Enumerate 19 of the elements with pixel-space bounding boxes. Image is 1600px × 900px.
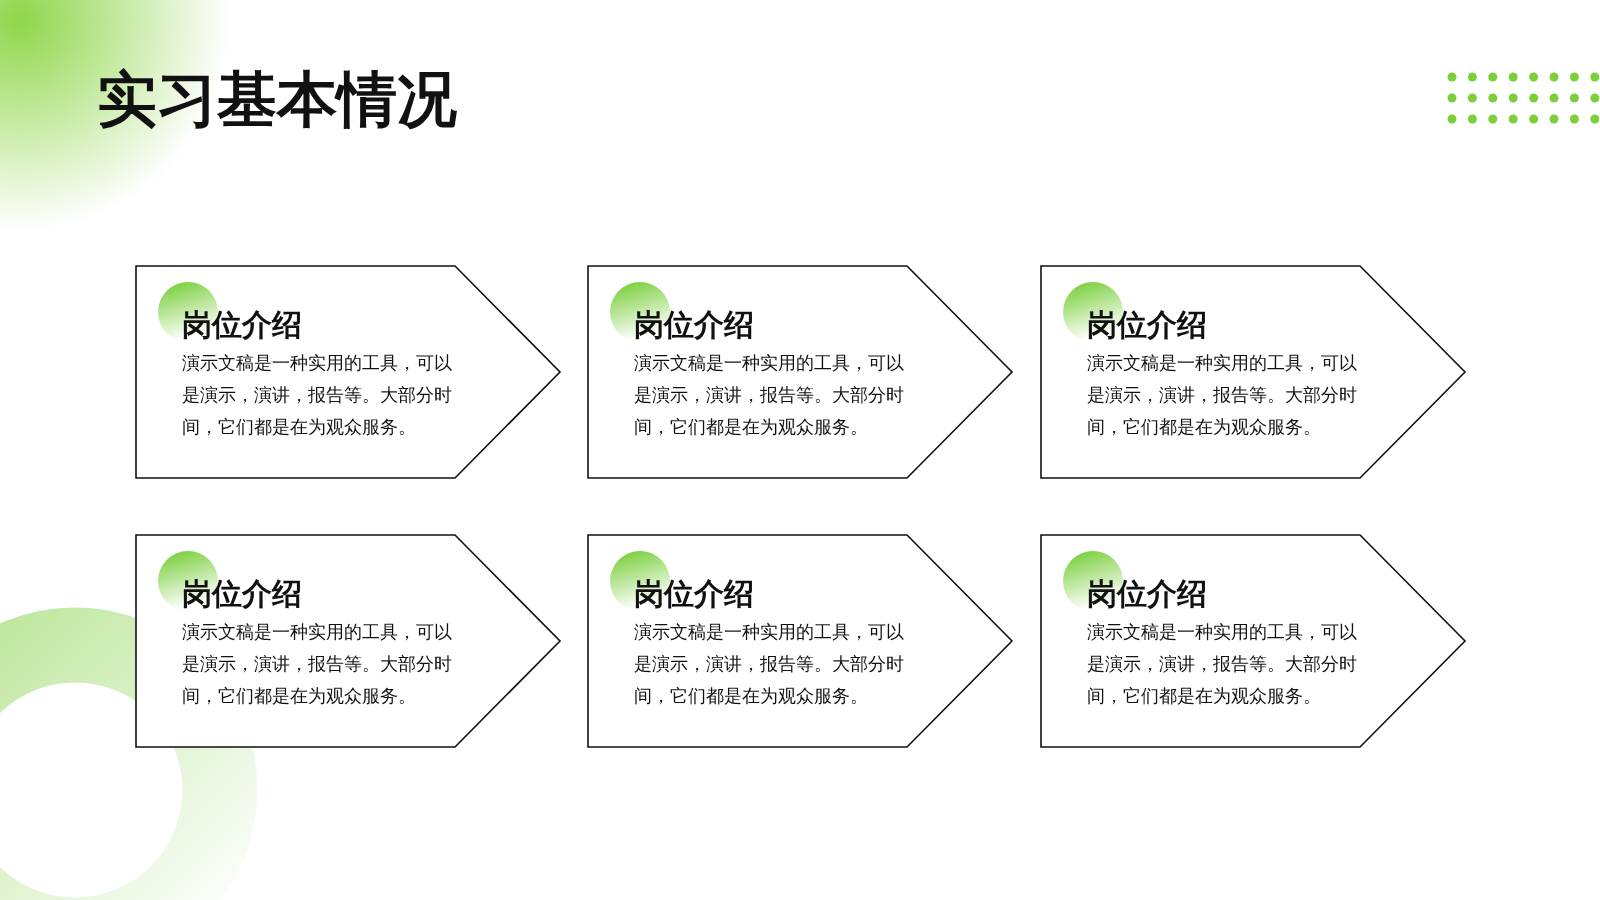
description-text: 演示文稿是一种实用的工具，可以是演示，演讲，报告等。大部分时间，它们都是在为观众服务。 <box>634 621 905 708</box>
description-text: 演示文稿是一种实用的工具，可以是演示，演讲，报告等。大部分时间，它们都是在为观众服务。 <box>1087 621 1358 708</box>
title: 实习基本情况 <box>97 63 457 136</box>
arrow-box <box>587 265 1014 479</box>
heading: 岗位介绍 <box>182 575 302 613</box>
heading: 岗位介绍 <box>1087 306 1207 344</box>
heading: 岗位介绍 <box>182 306 302 344</box>
heading: 岗位介绍 <box>634 306 754 344</box>
description-text: 演示文稿是一种实用的工具，可以是演示，演讲，报告等。大部分时间，它们都是在为观众服务。 <box>182 621 453 708</box>
arrow-box <box>587 534 1014 748</box>
heading: 岗位介绍 <box>1087 575 1207 613</box>
arrow-box <box>135 265 562 479</box>
arrow-box <box>135 534 562 748</box>
description-text: 演示文稿是一种实用的工具，可以是演示，演讲，报告等。大部分时间，它们都是在为观众服务。 <box>634 352 905 439</box>
arrow-box <box>1040 534 1467 748</box>
description-text: 演示文稿是一种实用的工具，可以是演示，演讲，报告等。大部分时间，它们都是在为观众服务。 <box>1087 352 1358 439</box>
heading: 岗位介绍 <box>634 575 754 613</box>
description-text: 演示文稿是一种实用的工具，可以是演示，演讲，报告等。大部分时间，它们都是在为观众服务。 <box>182 352 453 439</box>
arrow-box <box>1040 265 1467 479</box>
